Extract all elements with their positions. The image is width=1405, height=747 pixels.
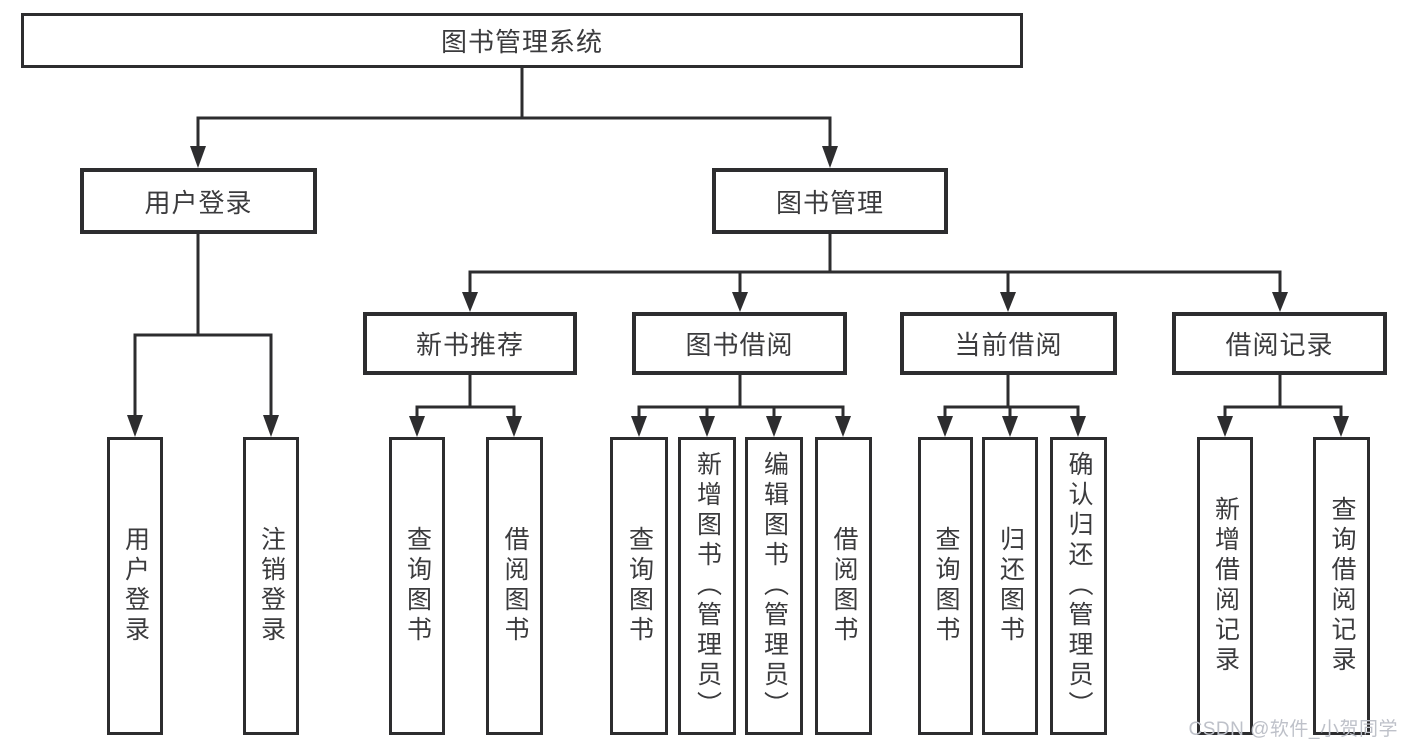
leaf-current-return-books-label: 归还图书	[996, 526, 1025, 646]
node-current-borrowing-label: 当前借阅	[954, 330, 1063, 360]
leaf-newbook-query-books-label: 查询图书	[403, 526, 432, 646]
leaf-borrowing-edit-books-admin-label: 编辑图书（管理员）	[760, 451, 789, 721]
leaf-borrowing-edit-books-admin: 编辑图书（管理员）	[745, 437, 803, 735]
leaf-current-query-books-label: 查询图书	[932, 526, 960, 646]
leaf-newbook-borrow-books: 借阅图书	[486, 437, 543, 735]
node-borrowing-records: 借阅记录	[1172, 312, 1387, 375]
leaf-logout: 注销登录	[243, 437, 299, 735]
node-book-borrowing: 图书借阅	[632, 312, 847, 375]
leaf-user-login: 用户登录	[107, 437, 163, 735]
leaf-borrowing-borrow-books: 借阅图书	[815, 437, 872, 735]
leaf-newbook-borrow-books-label: 借阅图书	[501, 526, 529, 646]
leaf-current-query-books: 查询图书	[918, 437, 973, 735]
node-current-borrowing: 当前借阅	[900, 312, 1117, 375]
leaf-borrowing-query-books: 查询图书	[610, 437, 668, 735]
leaf-newbook-query-books: 查询图书	[389, 437, 445, 735]
node-borrowing-records-label: 借阅记录	[1225, 330, 1334, 360]
leaf-borrowing-query-books-label: 查询图书	[625, 526, 654, 646]
leaf-user-login-label: 用户登录	[121, 526, 150, 646]
leaf-borrowing-add-books-admin-label: 新增图书（管理员）	[693, 451, 722, 721]
leaf-records-query-record: 查询借阅记录	[1313, 437, 1370, 735]
node-user-login: 用户登录	[80, 168, 317, 234]
node-book-management: 图书管理	[712, 168, 948, 234]
leaf-logout-label: 注销登录	[257, 526, 286, 646]
leaf-records-query-record-label: 查询借阅记录	[1328, 496, 1356, 676]
leaf-current-return-books: 归还图书	[982, 437, 1038, 735]
node-user-login-label: 用户登录	[144, 187, 253, 218]
node-book-management-label: 图书管理	[775, 187, 884, 218]
watermark: CSDN @软件_小贺同学	[1188, 719, 1398, 740]
leaf-current-confirm-return-admin-label: 确认归还（管理员）	[1065, 451, 1093, 721]
node-new-book-recommend: 新书推荐	[363, 312, 577, 375]
leaf-records-add-record: 新增借阅记录	[1197, 437, 1253, 735]
node-root-label: 图书管理系统	[440, 27, 603, 57]
leaf-borrowing-add-books-admin: 新增图书（管理员）	[678, 437, 736, 735]
node-book-borrowing-label: 图书借阅	[685, 330, 794, 360]
leaf-borrowing-borrow-books-label: 借阅图书	[830, 526, 858, 646]
node-new-book-recommend-label: 新书推荐	[415, 330, 524, 360]
leaf-records-add-record-label: 新增借阅记录	[1211, 496, 1240, 676]
leaf-current-confirm-return-admin: 确认归还（管理员）	[1050, 437, 1107, 735]
node-root: 图书管理系统	[21, 13, 1023, 68]
